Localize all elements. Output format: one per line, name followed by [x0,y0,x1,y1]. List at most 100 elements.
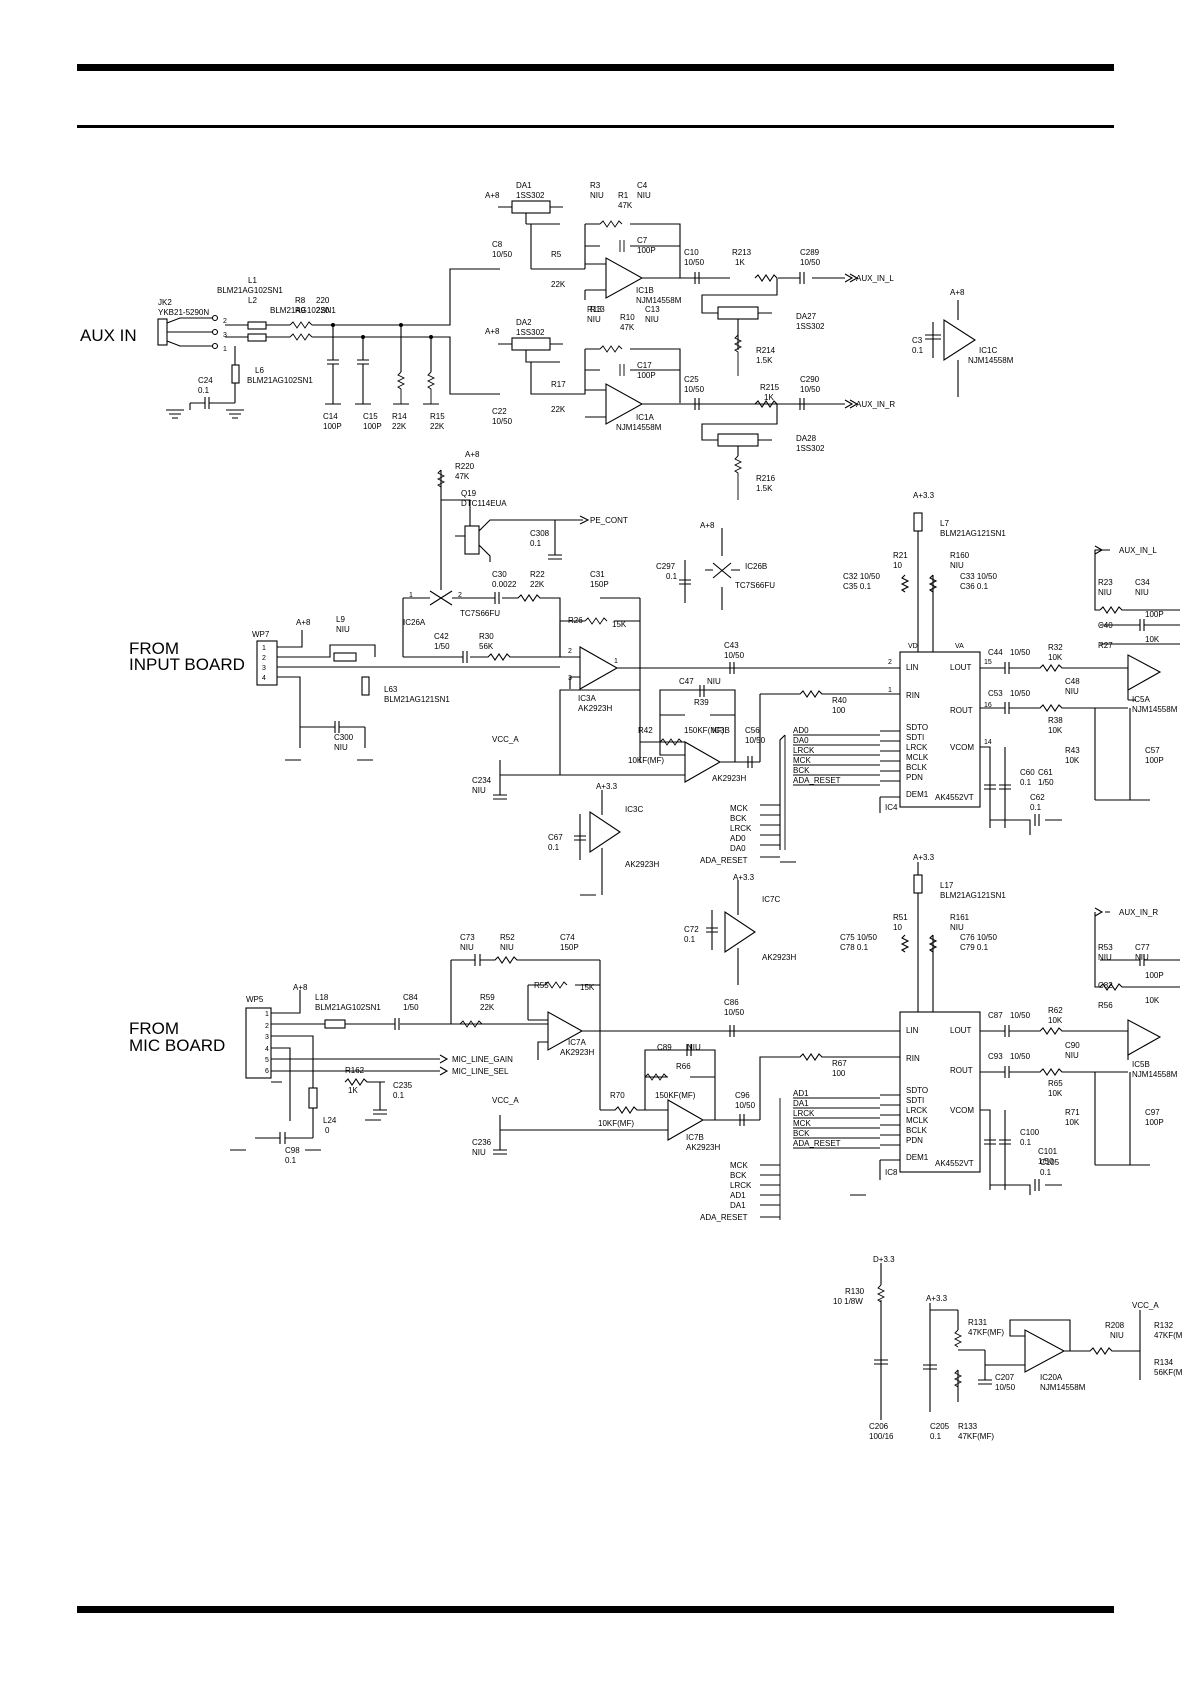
svg-text:AK2923H: AK2923H [560,1048,594,1057]
svg-text:R15: R15 [430,412,445,421]
svg-text:0.1: 0.1 [530,539,542,548]
svg-text:2: 2 [265,1023,269,1030]
svg-text:AK4552VT: AK4552VT [935,793,974,802]
svg-text:100/16: 100/16 [869,1432,894,1441]
ic4-codec [899,651,981,808]
svg-text:0.1: 0.1 [285,1156,297,1165]
svg-text:C15: C15 [363,412,378,421]
svg-text:C98: C98 [285,1146,300,1155]
svg-text:100P: 100P [637,371,656,380]
svg-text:A+3.3: A+3.3 [596,782,618,791]
svg-text:2: 2 [223,318,227,325]
svg-text:10K: 10K [1065,1118,1080,1127]
svg-text:MCK: MCK [730,804,748,813]
svg-text:C77: C77 [1135,943,1150,952]
svg-text:L24: L24 [323,1116,337,1125]
svg-text:150KF(MF): 150KF(MF) [655,1091,696,1100]
svg-text:2: 2 [262,655,266,662]
svg-text:R130: R130 [845,1287,865,1296]
svg-text:10KF(MF): 10KF(MF) [628,756,664,765]
ic5a-opamp [1127,654,1162,691]
svg-text:NJM14558M: NJM14558M [1132,1070,1178,1079]
svg-text:0.1: 0.1 [198,386,210,395]
svg-text:10K: 10K [1145,635,1160,644]
svg-text:14: 14 [984,739,992,746]
svg-text:R17: R17 [551,380,566,389]
svg-text:C61: C61 [1038,768,1053,777]
svg-text:220: 220 [316,296,330,305]
svg-text:C24: C24 [198,376,213,385]
svg-text:C96: C96 [735,1091,750,1100]
svg-text:BLM21AG121SN1: BLM21AG121SN1 [940,529,1006,538]
svg-text:A+8: A+8 [293,983,308,992]
svg-text:C72: C72 [684,925,699,934]
svg-text:10/50: 10/50 [735,1101,756,1110]
aux-in-title: AUX IN [80,326,137,345]
svg-text:2: 2 [888,659,892,666]
svg-text:C78 0.1: C78 0.1 [840,943,869,952]
svg-text:C57: C57 [1145,746,1160,755]
svg-text:LRCK: LRCK [730,824,752,833]
svg-text:DEM1: DEM1 [906,790,929,799]
svg-text:IC3B: IC3B [712,726,730,735]
svg-text:10K: 10K [1065,756,1080,765]
svg-text:100P: 100P [1145,756,1164,765]
svg-text:VCC_A: VCC_A [1132,1301,1159,1310]
svg-text:LRCK: LRCK [906,743,928,752]
svg-text:NIU: NIU [587,315,601,324]
svg-text:IC1A: IC1A [636,413,654,422]
svg-text:0: 0 [325,1126,330,1135]
svg-text:100P: 100P [637,246,656,255]
svg-text:10/50: 10/50 [724,1008,745,1017]
svg-text:C93: C93 [988,1052,1003,1061]
svg-text:R13: R13 [587,305,602,314]
svg-text:150KF(MF): 150KF(MF) [684,726,725,735]
svg-text:NJM14558M: NJM14558M [1132,705,1178,714]
svg-text:C13: C13 [645,305,660,314]
svg-text:R14: R14 [392,412,407,421]
svg-text:RIN: RIN [906,691,920,700]
svg-text:2: 2 [458,592,462,599]
svg-text:C17: C17 [637,361,652,370]
svg-text:5: 5 [265,1057,269,1064]
svg-text:150P: 150P [590,580,609,589]
svg-text:1.5K: 1.5K [756,356,773,365]
svg-text:BCLK: BCLK [906,763,928,772]
svg-text:AK2923H: AK2923H [578,704,612,713]
svg-text:BLM21AG121SN1: BLM21AG121SN1 [384,695,450,704]
da2-diode-pair [511,337,551,351]
svg-text:1: 1 [614,658,618,665]
svg-text:AK2923H: AK2923H [686,1143,720,1152]
svg-text:DA0: DA0 [730,844,746,853]
svg-text:BCLK: BCLK [906,1126,928,1135]
svg-text:10K: 10K [1048,1016,1063,1025]
svg-text:IC5B: IC5B [1132,1060,1150,1069]
svg-text:VCOM: VCOM [950,1106,974,1115]
mic-board-title-1: FROM [129,1019,179,1038]
svg-text:L17: L17 [940,881,954,890]
top-thick-rule [77,64,1114,71]
svg-text:NJM14558M: NJM14558M [616,423,662,432]
svg-text:A+3.3: A+3.3 [926,1294,948,1303]
svg-text:10/50: 10/50 [800,258,821,267]
svg-text:C7: C7 [637,236,648,245]
svg-text:10K: 10K [1048,726,1063,735]
bottom-thick-rule [77,1606,1114,1613]
svg-text:LOUT: LOUT [950,1026,971,1035]
svg-text:R220: R220 [455,462,475,471]
svg-text:VCC_A: VCC_A [492,1096,519,1105]
svg-text:ADA_RESET: ADA_RESET [700,1213,748,1222]
input-board-title-1: FROM [129,639,179,658]
input-board-title-2: INPUT BOARD [129,655,245,674]
l9-ferrite [333,652,357,662]
svg-text:MCLK: MCLK [906,753,929,762]
svg-text:C308: C308 [530,529,550,538]
svg-text:1K: 1K [735,258,745,267]
svg-text:DTC114EUA: DTC114EUA [461,499,507,508]
svg-text:AD0: AD0 [730,834,746,843]
svg-text:C89: C89 [657,1043,672,1052]
ic3a-opamp [579,646,619,690]
svg-text:DA1: DA1 [730,1201,746,1210]
svg-text:NIU: NIU [472,1148,486,1157]
